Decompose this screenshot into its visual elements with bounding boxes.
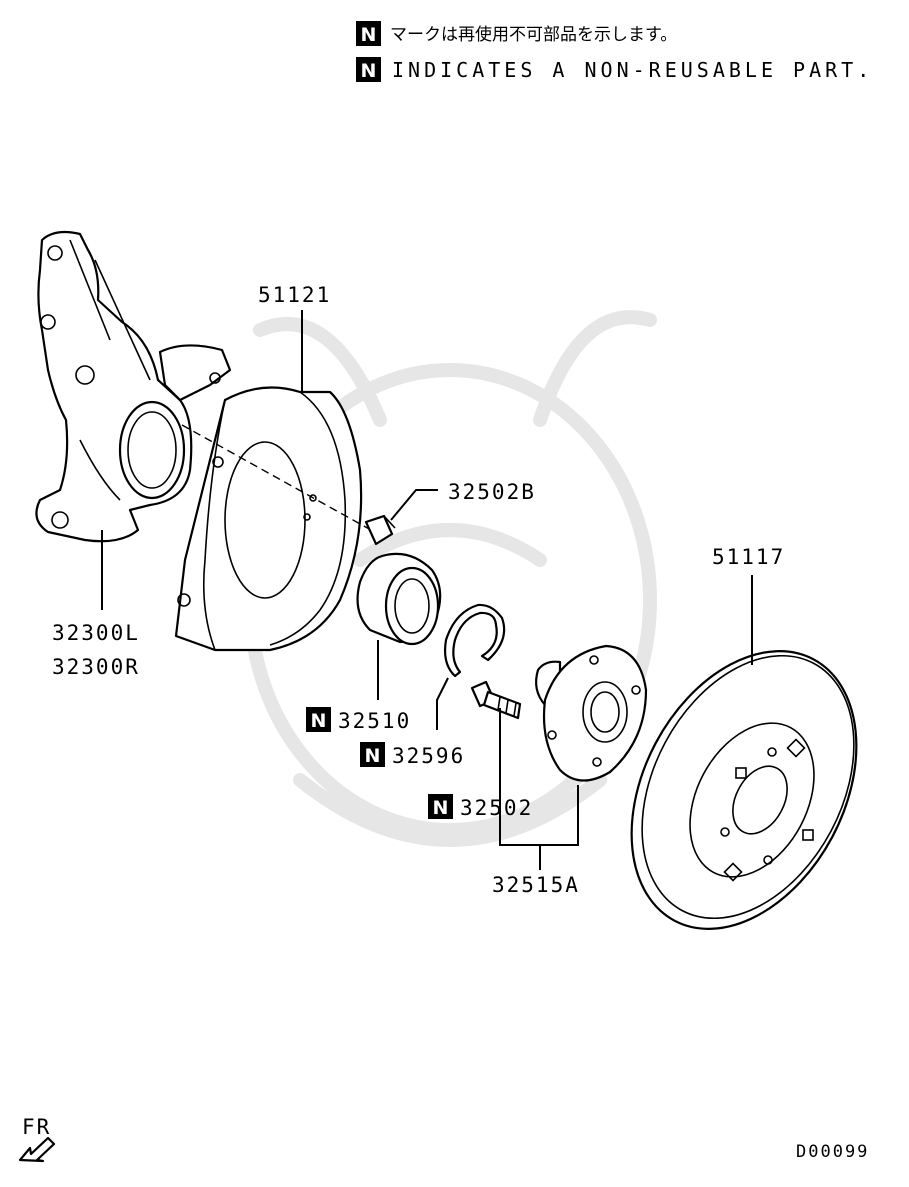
bolt-32502b: [364, 514, 396, 546]
label-bolt: 32502B: [448, 480, 536, 504]
label-brake-disc: 51117: [712, 545, 785, 569]
non-reusable-badge-bearing: [306, 707, 331, 732]
label-snap-ring: 32596: [392, 744, 465, 768]
label-hub-bolt: 32502: [460, 796, 533, 820]
label-knuckle-left: 32300L: [52, 621, 140, 645]
badge-letter-hub-bolt: N: [433, 797, 449, 819]
diagram-code: D00099: [796, 1142, 869, 1162]
direction-label: FR: [22, 1115, 51, 1139]
brake-disc: [630, 650, 858, 930]
badge-letter-bearing: N: [311, 710, 327, 732]
badge-letter-snap-ring: N: [365, 745, 381, 767]
assembly-centerline: [181, 424, 381, 536]
leader-lines: [101, 310, 753, 870]
non-reusable-badge-hub-bolt: [428, 794, 453, 819]
hub-bolt: [470, 680, 522, 720]
steering-knuckle: [35, 230, 232, 543]
dust-cover: [174, 386, 363, 652]
non-reusable-badge-snap-ring: [360, 742, 385, 767]
legend: N マークは再使用不可部品を示します。 N INDICATES A NON-RE…: [356, 21, 873, 82]
label-bearing: 32510: [338, 709, 411, 733]
snap-ring: [443, 603, 506, 678]
front-direction-arrow-icon: [18, 1136, 56, 1163]
non-reusable-badge: [356, 21, 381, 46]
legend-badge-letter-2: N: [361, 60, 377, 82]
wheel-hub: [535, 644, 648, 782]
legend-japanese-text: マークは再使用不可部品を示します。: [390, 24, 677, 45]
legend-english-text: INDICATES A NON-REUSABLE PART.: [392, 58, 873, 82]
legend-badge-letter: N: [361, 24, 377, 46]
wheel-bearing: [356, 552, 442, 646]
label-knuckle-right: 32300R: [52, 655, 140, 679]
label-dust-cover: 51121: [258, 283, 331, 307]
label-hub-assembly: 32515A: [492, 873, 580, 897]
